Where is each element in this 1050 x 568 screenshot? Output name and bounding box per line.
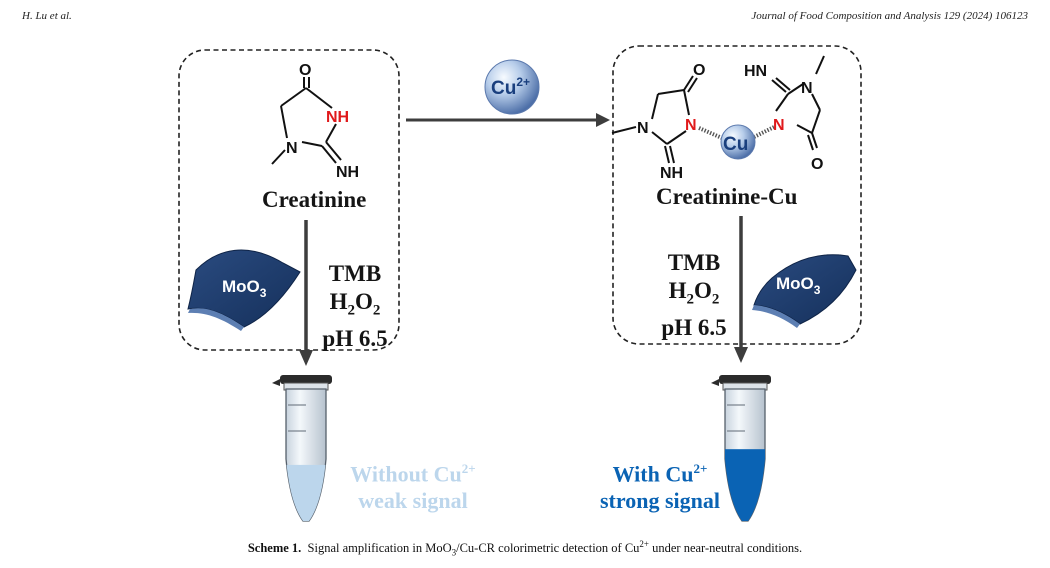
right-down-arrow-head: [734, 347, 748, 363]
coord-bond-right: [753, 125, 775, 139]
creatinine-n: N: [286, 140, 298, 157]
left-moo3-sheet: [187, 249, 301, 331]
left-tube-tab: [272, 379, 280, 386]
right-moo3-label: MoO3: [776, 274, 821, 297]
left-conditions: TMB H2O2 pH 6.5: [322, 261, 388, 351]
header-authors: H. Lu et al.: [22, 10, 72, 22]
complex-nh1: NH: [660, 165, 683, 182]
complex-n1: N: [637, 120, 649, 137]
complex-n2: N: [801, 80, 813, 97]
left-moo3-label: MoO3: [222, 277, 267, 300]
creatinine-o: O: [299, 62, 311, 79]
right-tube-tab: [711, 379, 719, 386]
complex-n-coord2: N: [773, 117, 785, 134]
right-tube-liquid: [725, 449, 765, 521]
left-tube-liquid: [286, 464, 326, 521]
left-tube: [272, 375, 332, 522]
left-result-label: Without Cu2+ weak signal: [350, 461, 476, 514]
coord-bond-left: [698, 126, 723, 140]
reaction-arrow-head: [596, 113, 610, 127]
right-dashed-box: [612, 45, 862, 345]
creatinine-structure: [271, 77, 342, 165]
creatinine-cu-structure: [611, 55, 825, 164]
creatinine-nh-imine: NH: [336, 164, 359, 181]
cu-center-sphere: [720, 124, 756, 160]
left-tube-cap: [280, 375, 332, 384]
right-result-label: With Cu2+ strong signal: [599, 461, 720, 514]
complex-o2: O: [811, 156, 823, 173]
left-compound-name: Creatinine: [262, 187, 367, 212]
complex-hn: HN: [744, 63, 767, 80]
complex-n-coord1: N: [685, 117, 697, 134]
header-journal: Journal of Food Composition and Analysis…: [751, 10, 1028, 22]
figure-caption: Scheme 1. Signal amplification in MoO3/C…: [247, 539, 803, 558]
left-dashed-box: [178, 49, 400, 351]
right-compound-name: Creatinine-Cu: [656, 184, 798, 209]
right-tube-cap: [719, 375, 771, 384]
right-conditions: TMB H2O2 pH 6.5: [661, 250, 727, 340]
cu-ion-sphere: Cu2+: [484, 59, 540, 115]
cu-center-label: Cu: [723, 134, 748, 155]
right-moo3-sheet: [752, 254, 857, 328]
cu-ion-label: Cu2+: [491, 75, 530, 99]
left-down-arrow-head: [299, 350, 313, 366]
creatinine-nh-ring: NH: [326, 109, 349, 126]
complex-o1: O: [693, 62, 705, 79]
